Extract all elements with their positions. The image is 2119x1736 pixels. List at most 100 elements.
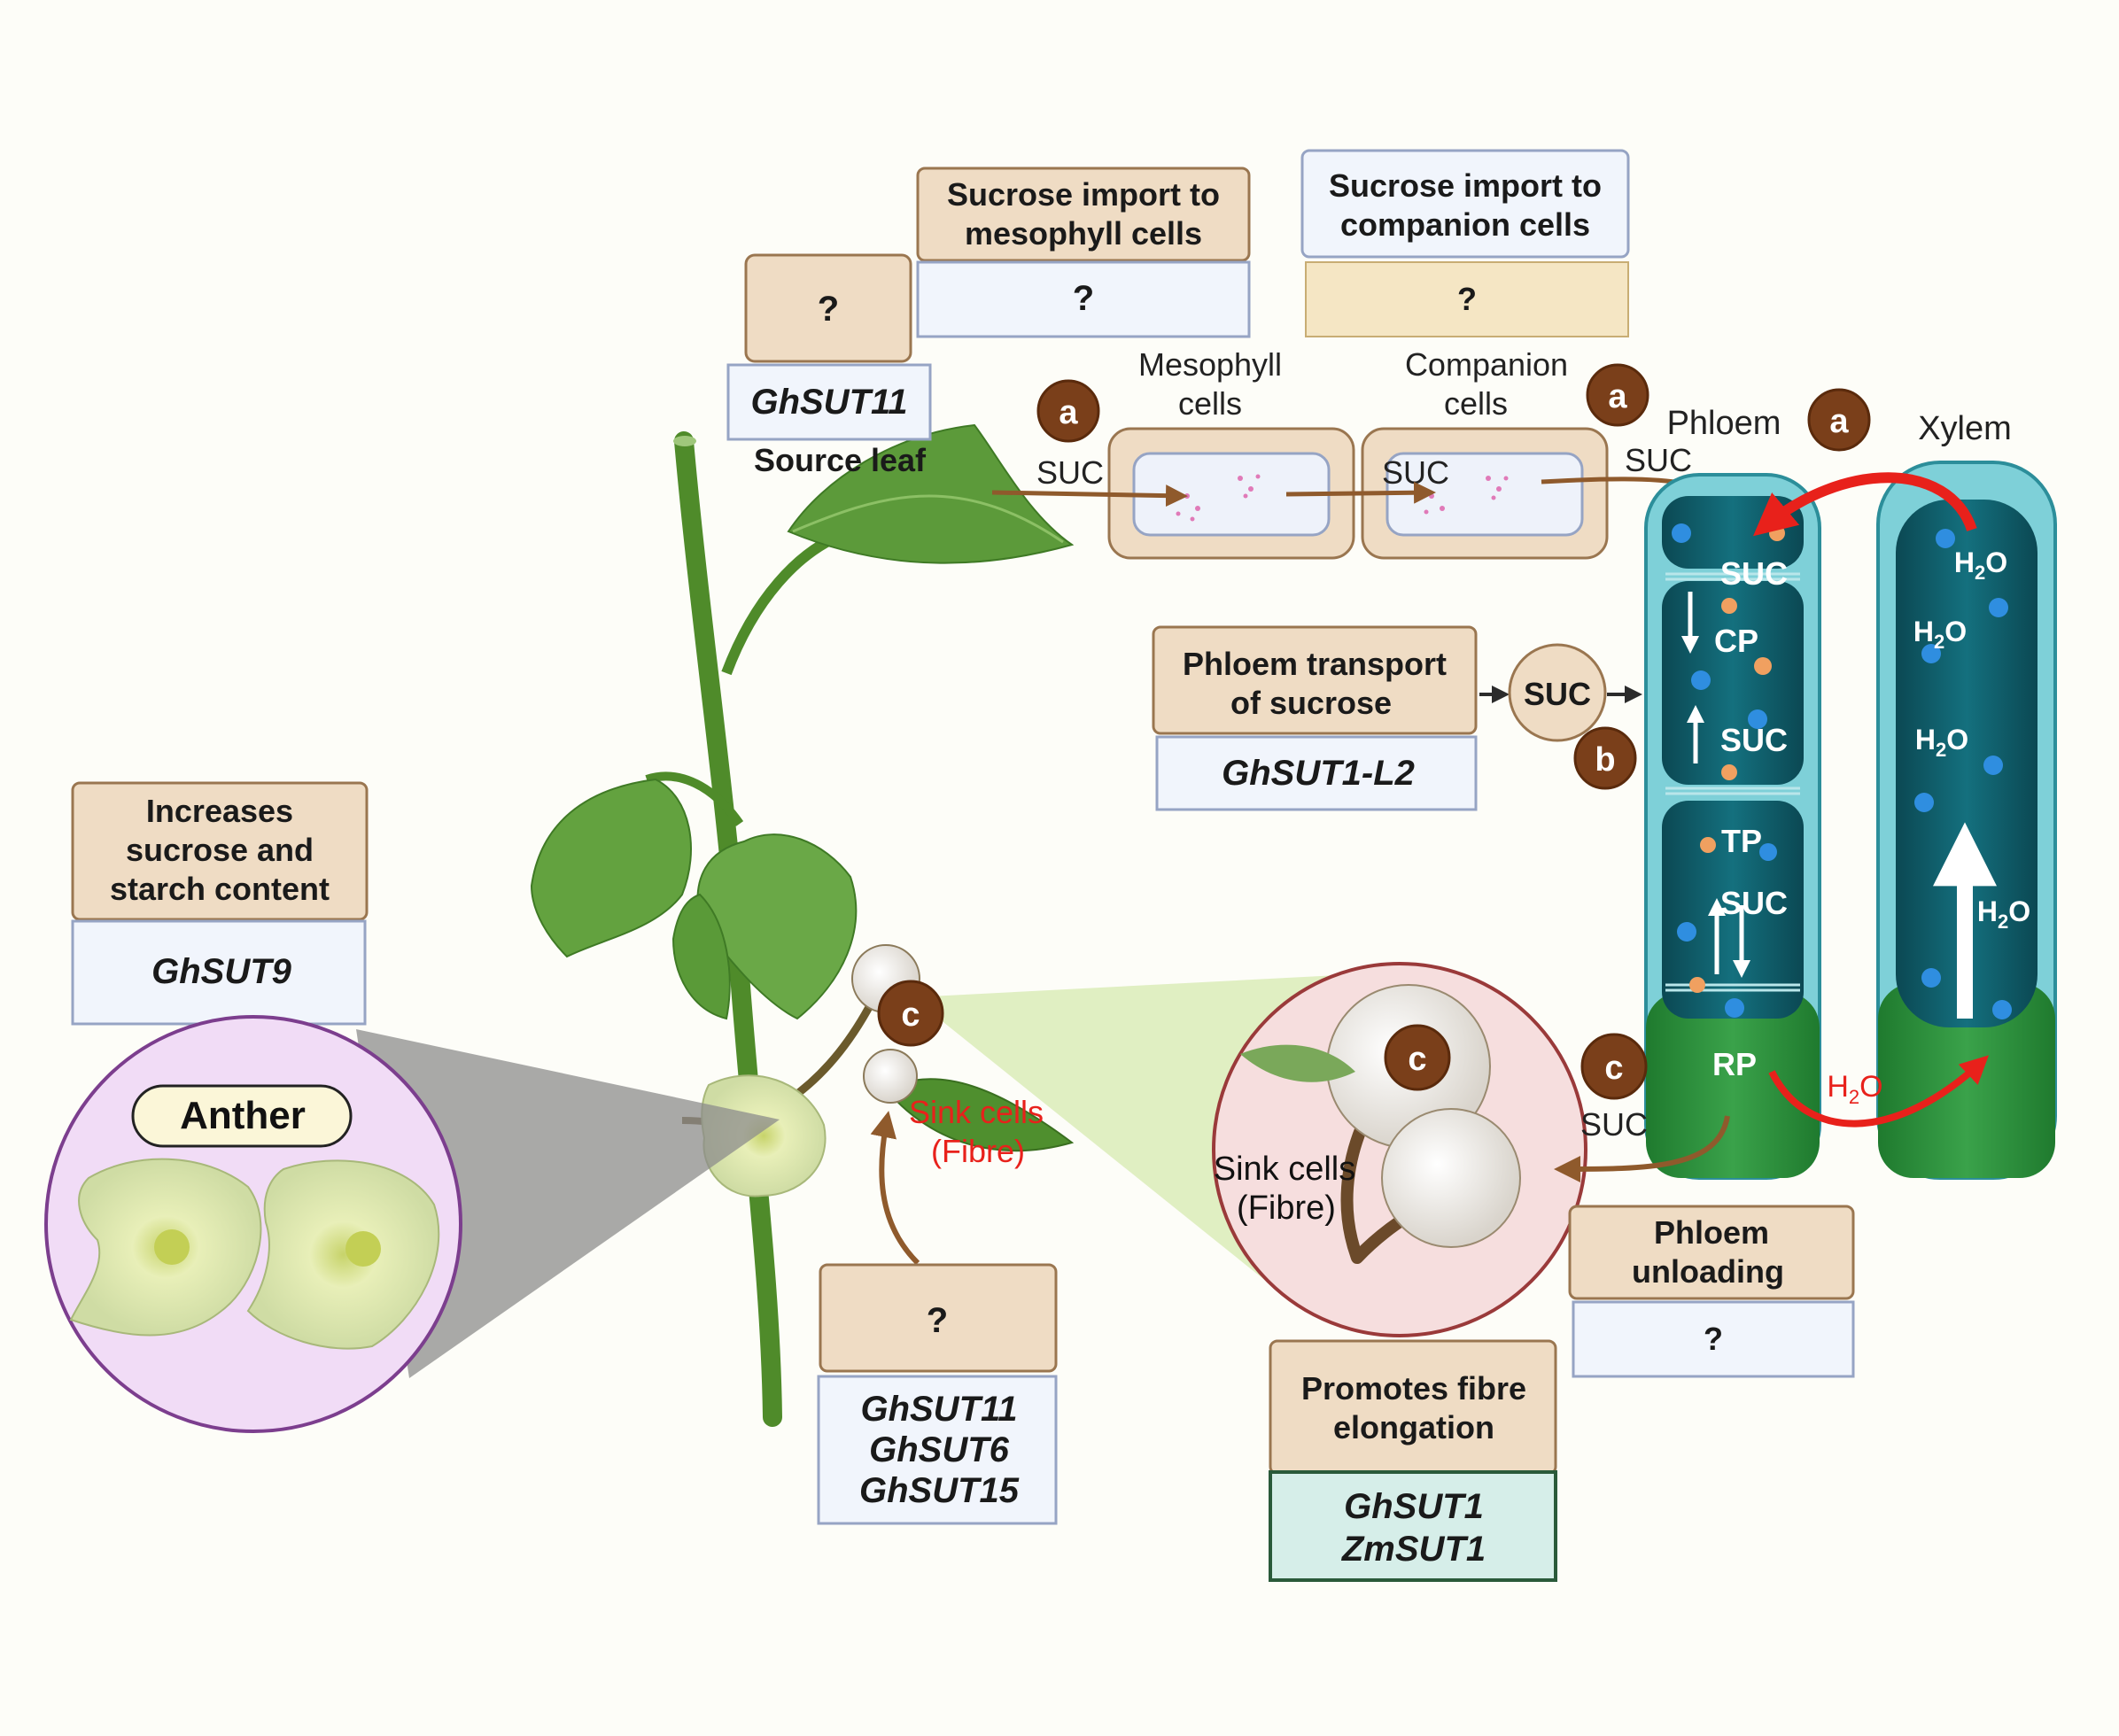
mesophyll-label-line1: Mesophyll bbox=[1138, 346, 1282, 383]
phloem-suc-low: SUC bbox=[1720, 885, 1788, 921]
sieve-plates bbox=[1665, 572, 1800, 992]
marker-b bbox=[1573, 726, 1637, 790]
h2o-4: H2O bbox=[1977, 895, 2030, 933]
phloem-suc-mid: SUC bbox=[1720, 722, 1788, 758]
suc-label-companion: SUC bbox=[1382, 454, 1449, 491]
sink-gene-box bbox=[817, 1375, 1058, 1525]
suc-label-phloem-entry: SUC bbox=[1625, 442, 1692, 478]
companion-title-line1: Sucrose import to bbox=[1329, 167, 1602, 204]
marker-c-phloem: c bbox=[1580, 1033, 1648, 1100]
stem-tip bbox=[673, 436, 696, 446]
unloading-gene-box bbox=[1572, 1300, 1855, 1378]
cotton-plant bbox=[530, 423, 1075, 1427]
mesophyll-title-box bbox=[916, 167, 1251, 262]
sink-zoom-label-2: (Fibre) bbox=[1237, 1190, 1336, 1227]
sink-zoom-circle: Sink cells (Fibre) bbox=[1212, 962, 1587, 1337]
fibre-title-box bbox=[1269, 1339, 1557, 1476]
fibre-leaf bbox=[1240, 1044, 1355, 1082]
xylem-label: Xylem bbox=[1918, 410, 2012, 447]
phloem-transport-title-box bbox=[1152, 625, 1478, 735]
anther-zoom-cone bbox=[356, 1029, 780, 1378]
svg-text:unloading: unloading bbox=[1632, 1253, 1784, 1290]
xylem-particles bbox=[1914, 529, 2012, 1019]
phloem-suc-top: SUC bbox=[1720, 555, 1788, 592]
h2o-2: H2O bbox=[1913, 616, 1967, 653]
svg-text:GhSUT15: GhSUT15 bbox=[859, 1471, 1020, 1510]
arrow-mesophyll-to-companion bbox=[1285, 481, 1436, 504]
mesophyll-label-line2: cells bbox=[1178, 385, 1242, 422]
companion-label-line1: Companion bbox=[1405, 346, 1568, 383]
marker-a-phloem: a bbox=[1807, 388, 1871, 452]
anther-gene-box bbox=[71, 919, 367, 1026]
mesophyll-gene-box bbox=[916, 260, 1251, 338]
svg-text:c: c bbox=[901, 996, 920, 1034]
mesophyll-title-line1: Sucrose import to bbox=[947, 176, 1220, 213]
companion-import-annotation: Sucrose import to companion cells ? bbox=[1300, 149, 1630, 337]
anther-label: Anther bbox=[180, 1094, 306, 1137]
source-unknown-text: ? bbox=[818, 290, 839, 329]
source-unknown-box bbox=[744, 253, 912, 363]
anther-label-pill bbox=[131, 1084, 353, 1148]
middle-leaf-lower bbox=[671, 893, 731, 1020]
svg-text:ZmSUT1: ZmSUT1 bbox=[1341, 1530, 1486, 1569]
unloading-title-box bbox=[1568, 1205, 1855, 1300]
sink-plant-label-2: (Fibre) bbox=[931, 1133, 1025, 1169]
svg-text:starch content: starch content bbox=[110, 871, 330, 907]
svg-text:?: ? bbox=[927, 1301, 948, 1340]
sink-zoom-label-1: Sink cells bbox=[1214, 1151, 1356, 1188]
leaf-branch bbox=[721, 526, 852, 676]
red-arrow-xylem-to-phloem bbox=[1752, 472, 1977, 537]
svg-text:GhSUT1: GhSUT1 bbox=[1344, 1487, 1484, 1526]
arrow-box-to-sink bbox=[870, 1111, 920, 1266]
red-arrow-phloem-to-xylem bbox=[1768, 1055, 1990, 1128]
xylem-lumen bbox=[1896, 500, 2038, 1027]
svg-text:c: c bbox=[1408, 1041, 1426, 1078]
source-leaf-label: Source leaf bbox=[754, 442, 927, 478]
fibre-gene-box bbox=[1269, 1470, 1557, 1582]
sink-annotation: ? GhSUT11 GhSUT6 GhSUT15 bbox=[817, 1263, 1058, 1525]
svg-text:GhSUT11: GhSUT11 bbox=[860, 1390, 1017, 1429]
svg-text:a: a bbox=[1608, 378, 1627, 415]
svg-text:SUC: SUC bbox=[1524, 676, 1591, 712]
svg-text:GhSUT1-L2: GhSUT1-L2 bbox=[1222, 754, 1415, 793]
source-leaf-annotation: ? GhSUT11 Source leaf bbox=[726, 253, 932, 478]
sink-unknown-box bbox=[819, 1263, 1058, 1373]
unloading-annotation: Phloem unloading ? bbox=[1568, 1205, 1855, 1378]
sink-plant-label-1: Sink cells bbox=[909, 1094, 1044, 1130]
svg-text:of sucrose: of sucrose bbox=[1230, 685, 1392, 721]
svg-text:Promotes fibre: Promotes fibre bbox=[1301, 1370, 1526, 1407]
phloem-transport-annotation: Phloem transport of sucrose GhSUT1-L2 SU… bbox=[1152, 625, 1642, 811]
companion-title-box bbox=[1300, 149, 1630, 259]
suc-node bbox=[1508, 643, 1607, 742]
vascular-tissue: Phloem Xylem SUC CP SUC TP SUC RP bbox=[1644, 405, 2057, 1180]
phloem-cp: CP bbox=[1714, 623, 1758, 659]
arrow-phloem-to-sink bbox=[1554, 1115, 1730, 1182]
fibre-boll-lower bbox=[1381, 1108, 1521, 1248]
marker-a-companion: a bbox=[1586, 363, 1649, 427]
phloem-rp: RP bbox=[1712, 1046, 1757, 1082]
svg-text:GhSUT9: GhSUT9 bbox=[151, 952, 292, 991]
main-stem bbox=[674, 431, 782, 1427]
svg-text:Phloem transport: Phloem transport bbox=[1183, 646, 1447, 682]
phloem-tp: TP bbox=[1721, 823, 1762, 859]
companion-title-line2: companion cells bbox=[1340, 206, 1590, 243]
mesophyll-title-line2: mesophyll cells bbox=[965, 215, 1202, 252]
suc-label-unloading: SUC bbox=[1580, 1106, 1648, 1143]
source-gene-box bbox=[726, 363, 932, 441]
source-leaf-vein bbox=[792, 494, 1064, 544]
source-leaf bbox=[787, 423, 1075, 564]
marker-a-leaf: a bbox=[1036, 379, 1100, 443]
svg-text:a: a bbox=[1059, 394, 1078, 431]
arrow-leaf-to-mesophyll bbox=[991, 484, 1188, 508]
svg-text:GhSUT6: GhSUT6 bbox=[869, 1430, 1010, 1469]
phloem-particles bbox=[1672, 523, 1785, 1018]
marker-c-plant: c bbox=[877, 980, 944, 1047]
middle-branch bbox=[645, 771, 744, 826]
h2o-bottom: H2O bbox=[1827, 1070, 1882, 1108]
phloem-transport-gene-box bbox=[1155, 735, 1478, 811]
companion-gene-box bbox=[1305, 261, 1629, 337]
svg-text:?: ? bbox=[1704, 1321, 1723, 1357]
svg-text:elongation: elongation bbox=[1333, 1409, 1494, 1445]
